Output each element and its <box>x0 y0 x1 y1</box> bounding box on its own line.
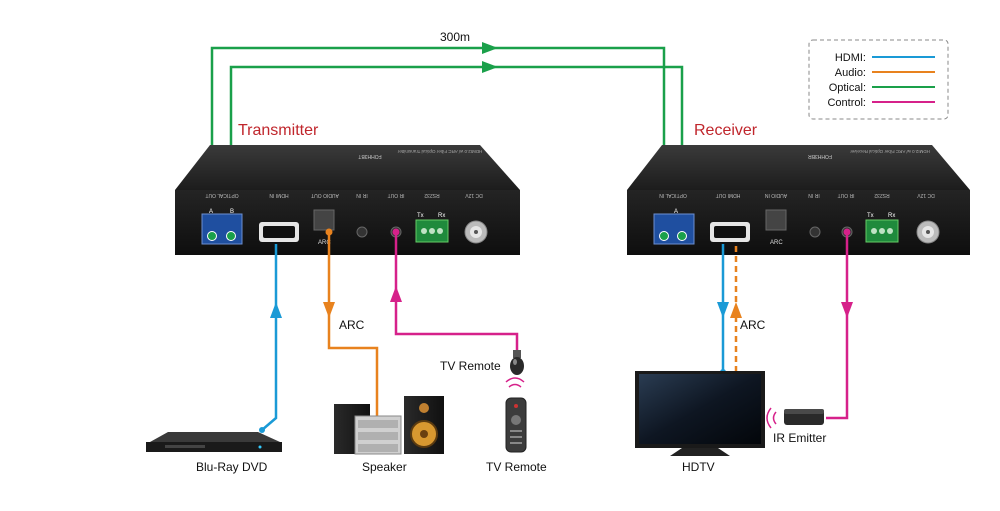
port-label: AUDIO OUT <box>311 192 339 198</box>
rs232-rx: Rx <box>888 213 895 219</box>
hdtv <box>635 371 765 456</box>
port-label: IR IN <box>356 192 368 198</box>
legend-frame <box>808 39 949 120</box>
port-label: HDMI OUT <box>716 192 741 198</box>
fiber-b-label: B <box>230 209 234 215</box>
fiber-connector-b <box>226 231 236 241</box>
arc-return-cable <box>730 244 742 372</box>
legend-label-optical: Optical: <box>829 82 866 94</box>
fiber-line-a <box>210 46 666 232</box>
port-label: DC 12V <box>465 192 483 198</box>
hdtv-label: HDTV <box>682 460 715 474</box>
transmitter-subtitle: HDMI2.0 w/ ARC Fiber Optical Transmitter <box>397 149 482 154</box>
port-label: RS232 <box>424 192 440 198</box>
ir-receiver-cable <box>390 228 519 356</box>
transmitter-title: Transmitter <box>238 122 319 139</box>
ir-in-port[interactable] <box>356 226 368 238</box>
speaker-label: Speaker <box>362 460 407 474</box>
tv-remote-label: TV Remote <box>486 460 547 474</box>
port-label: IR IN <box>808 192 820 198</box>
legend-label-hdmi: HDMI: <box>835 52 866 64</box>
rs232-tx: Tx <box>867 213 874 219</box>
port-label: OPTICAL OUT <box>205 192 238 198</box>
ir-emitter <box>766 407 824 429</box>
port-label: AUDIO IN <box>765 192 788 198</box>
audio-out-port[interactable] <box>313 209 335 231</box>
blu-ray-player <box>146 432 282 452</box>
fiber-connector-a <box>207 231 217 241</box>
arc-label-left: ARC <box>339 318 365 332</box>
audio-in-port[interactable] <box>765 209 787 231</box>
optical-in-port[interactable] <box>653 213 695 245</box>
transmitter-top-panel <box>175 145 520 190</box>
hdmi-cable-dvd <box>259 244 282 433</box>
ir-emitter-cable <box>826 228 853 420</box>
receiver-subtitle: HDMI2.0 w/ ARC Fiber Optical Receiver <box>850 149 930 154</box>
blu-ray-label: Blu-Ray DVD <box>196 460 268 474</box>
ir-in-port[interactable] <box>809 226 821 238</box>
fiber-connector-b <box>677 231 687 241</box>
distance-label: 300m <box>440 30 470 44</box>
port-label: OPTICAL IN <box>659 192 687 198</box>
transmitter-unit: FOHH3BT HDMI2.0 w/ ARC Fiber Optical Tra… <box>175 145 520 255</box>
legend-label-audio: Audio: <box>835 67 866 79</box>
fiber-a-label: A <box>674 209 678 215</box>
arc-tag: ARC <box>318 240 331 246</box>
fiber-a-label: A <box>209 209 213 215</box>
hdmi-cable-tv <box>717 244 729 375</box>
ir-emitter-label: IR Emitter <box>773 431 826 445</box>
port-label: DC 12V <box>917 192 935 198</box>
rs232-tx: Tx <box>417 213 424 219</box>
receiver-unit: FOHH3BR HDMI2.0 w/ ARC Fiber Optical Rec… <box>627 145 970 255</box>
rs232-rx: Rx <box>438 213 445 219</box>
ir-receiver-sensor <box>510 350 524 375</box>
receiver-title: Receiver <box>694 122 758 139</box>
fiber-connector-a <box>659 231 669 241</box>
receiver-model: FOHH3BR <box>808 153 832 159</box>
optical-out-port[interactable] <box>201 213 243 245</box>
port-label: RS232 <box>874 192 890 198</box>
transmitter-model: FOHH3BT <box>358 153 381 159</box>
port-label: IR OUT <box>838 192 855 198</box>
speaker-system <box>334 396 444 455</box>
port-label: HDMI IN <box>269 192 289 198</box>
tv-remote-control <box>505 377 527 453</box>
legend: HDMI: Audio: Optical: Control: <box>808 39 949 120</box>
arc-tag: ARC <box>770 240 783 246</box>
receiver-port-labels: OPTICAL IN HDMI OUT AUDIO IN IR IN IR OU… <box>659 192 935 198</box>
transmitter-port-labels: OPTICAL OUT HDMI IN AUDIO OUT IR IN IR O… <box>205 192 482 198</box>
legend-label-control: Control: <box>827 97 866 109</box>
fiber-arrow-b <box>482 61 498 73</box>
receiver-top-panel <box>627 145 970 190</box>
fiber-arrow-a <box>482 42 498 54</box>
arc-label-right: ARC <box>740 318 766 332</box>
port-label: IR OUT <box>388 192 405 198</box>
tv-remote-sensor-label: TV Remote <box>440 359 501 373</box>
